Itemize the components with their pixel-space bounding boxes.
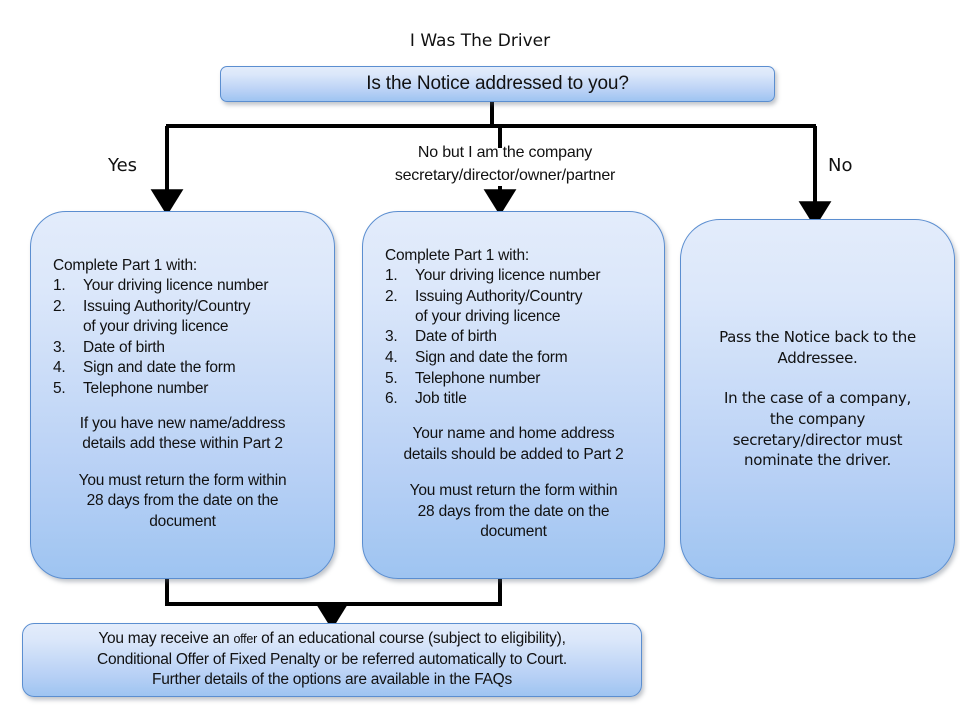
spacer [699, 368, 936, 388]
mid-step-2-text: Issuing Authority/Country [415, 287, 583, 305]
yes-step-1-num: 1. [53, 277, 66, 295]
yes-step-5-num: 5. [53, 380, 66, 397]
outcome-box[interactable]: You may receive an offer of an education… [22, 623, 642, 697]
mid-step-1-num: 1. [385, 266, 398, 284]
yes-step-4-num: 4. [53, 359, 66, 377]
spacer [381, 465, 646, 481]
list-item: 5. Telephone number [381, 369, 646, 389]
process-box-company-officer-content: Complete Part 1 with: 1. Your driving li… [363, 247, 664, 543]
branch-label-no: No [828, 155, 853, 176]
mid-step-5-num: 5. [385, 369, 398, 387]
process-box-yes-content: Complete Part 1 with: 1. Your driving li… [31, 257, 334, 532]
mid-step-2-num: 2. [385, 287, 398, 305]
outcome-line-1-post: of an educational course (subject to eli… [257, 629, 566, 647]
list-item: 3. Date of birth [381, 327, 646, 347]
spacer [49, 455, 316, 471]
yes-step-5-text: Telephone number [83, 380, 209, 397]
list-item: 2. Issuing Authority/Country of your driv… [49, 297, 316, 337]
list-item: 1. Your driving licence number [49, 276, 316, 296]
yes-step-4-text: Sign and date the form [83, 359, 236, 377]
list-item: 1. Your driving licence number [381, 266, 646, 286]
yes-step-list: 1. Your driving licence number 2. Issuin… [49, 276, 316, 399]
outcome-line-2: Conditional Offer of Fixed Penalty or be… [97, 650, 567, 668]
yes-step-3-text: Date of birth [83, 338, 165, 356]
branch-label-yes: Yes [108, 155, 138, 176]
decision-box[interactable]: Is the Notice addressed to you? [220, 66, 775, 102]
yes-step-1-text: Your driving licence number [83, 277, 269, 295]
process-box-yes[interactable]: Complete Part 1 with: 1. Your driving li… [30, 211, 335, 579]
decision-box-label: Is the Notice addressed to you? [366, 73, 629, 94]
yes-step-2-text: Issuing Authority/Country [83, 297, 251, 315]
mid-step-2-cont: of your driving licence [415, 307, 561, 325]
list-item: 2. Issuing Authority/Country of your driv… [381, 287, 646, 327]
yes-lead-text: Complete Part 1 with: [53, 257, 197, 275]
list-item: 5. Telephone number [49, 379, 316, 399]
yes-step-2-num: 2. [53, 297, 66, 315]
chart-title: I Was The Driver [409, 31, 551, 51]
process-box-company-officer[interactable]: Complete Part 1 with: 1. Your driving li… [362, 211, 665, 579]
spacer [49, 400, 316, 414]
spacer [381, 410, 646, 424]
outcome-box-text: You may receive an offer of an education… [83, 629, 581, 692]
mid-step-4-num: 4. [385, 349, 398, 367]
mid-step-1-text: Your driving licence number [415, 266, 601, 284]
mid-step-3-text: Date of birth [415, 328, 497, 346]
list-item: 4. Sign and date the form [381, 348, 646, 368]
list-item: 4. Sign and date the form [49, 358, 316, 378]
outcome-line-1-offer: offer [233, 631, 258, 646]
mid-step-5-text: Telephone number [415, 369, 541, 387]
mid-step-4-text: Sign and date the form [415, 349, 568, 367]
mid-step-6-text: Job title [415, 390, 467, 408]
mid-step-list: 1. Your driving licence number 2. Issuin… [381, 266, 646, 409]
mid-step-3-num: 3. [385, 328, 398, 346]
outcome-line-1-pre: You may receive an [98, 629, 234, 647]
outcome-line-3: Further details of the options are avail… [152, 671, 512, 689]
yes-step-3-num: 3. [53, 338, 66, 356]
yes-step-2-cont: of your driving licence [83, 318, 229, 336]
list-item: 3. Date of birth [49, 338, 316, 358]
mid-lead-text: Complete Part 1 with: [385, 246, 529, 264]
list-item: 6. Job title [381, 389, 646, 409]
mid-step-6-num: 6. [385, 390, 398, 408]
